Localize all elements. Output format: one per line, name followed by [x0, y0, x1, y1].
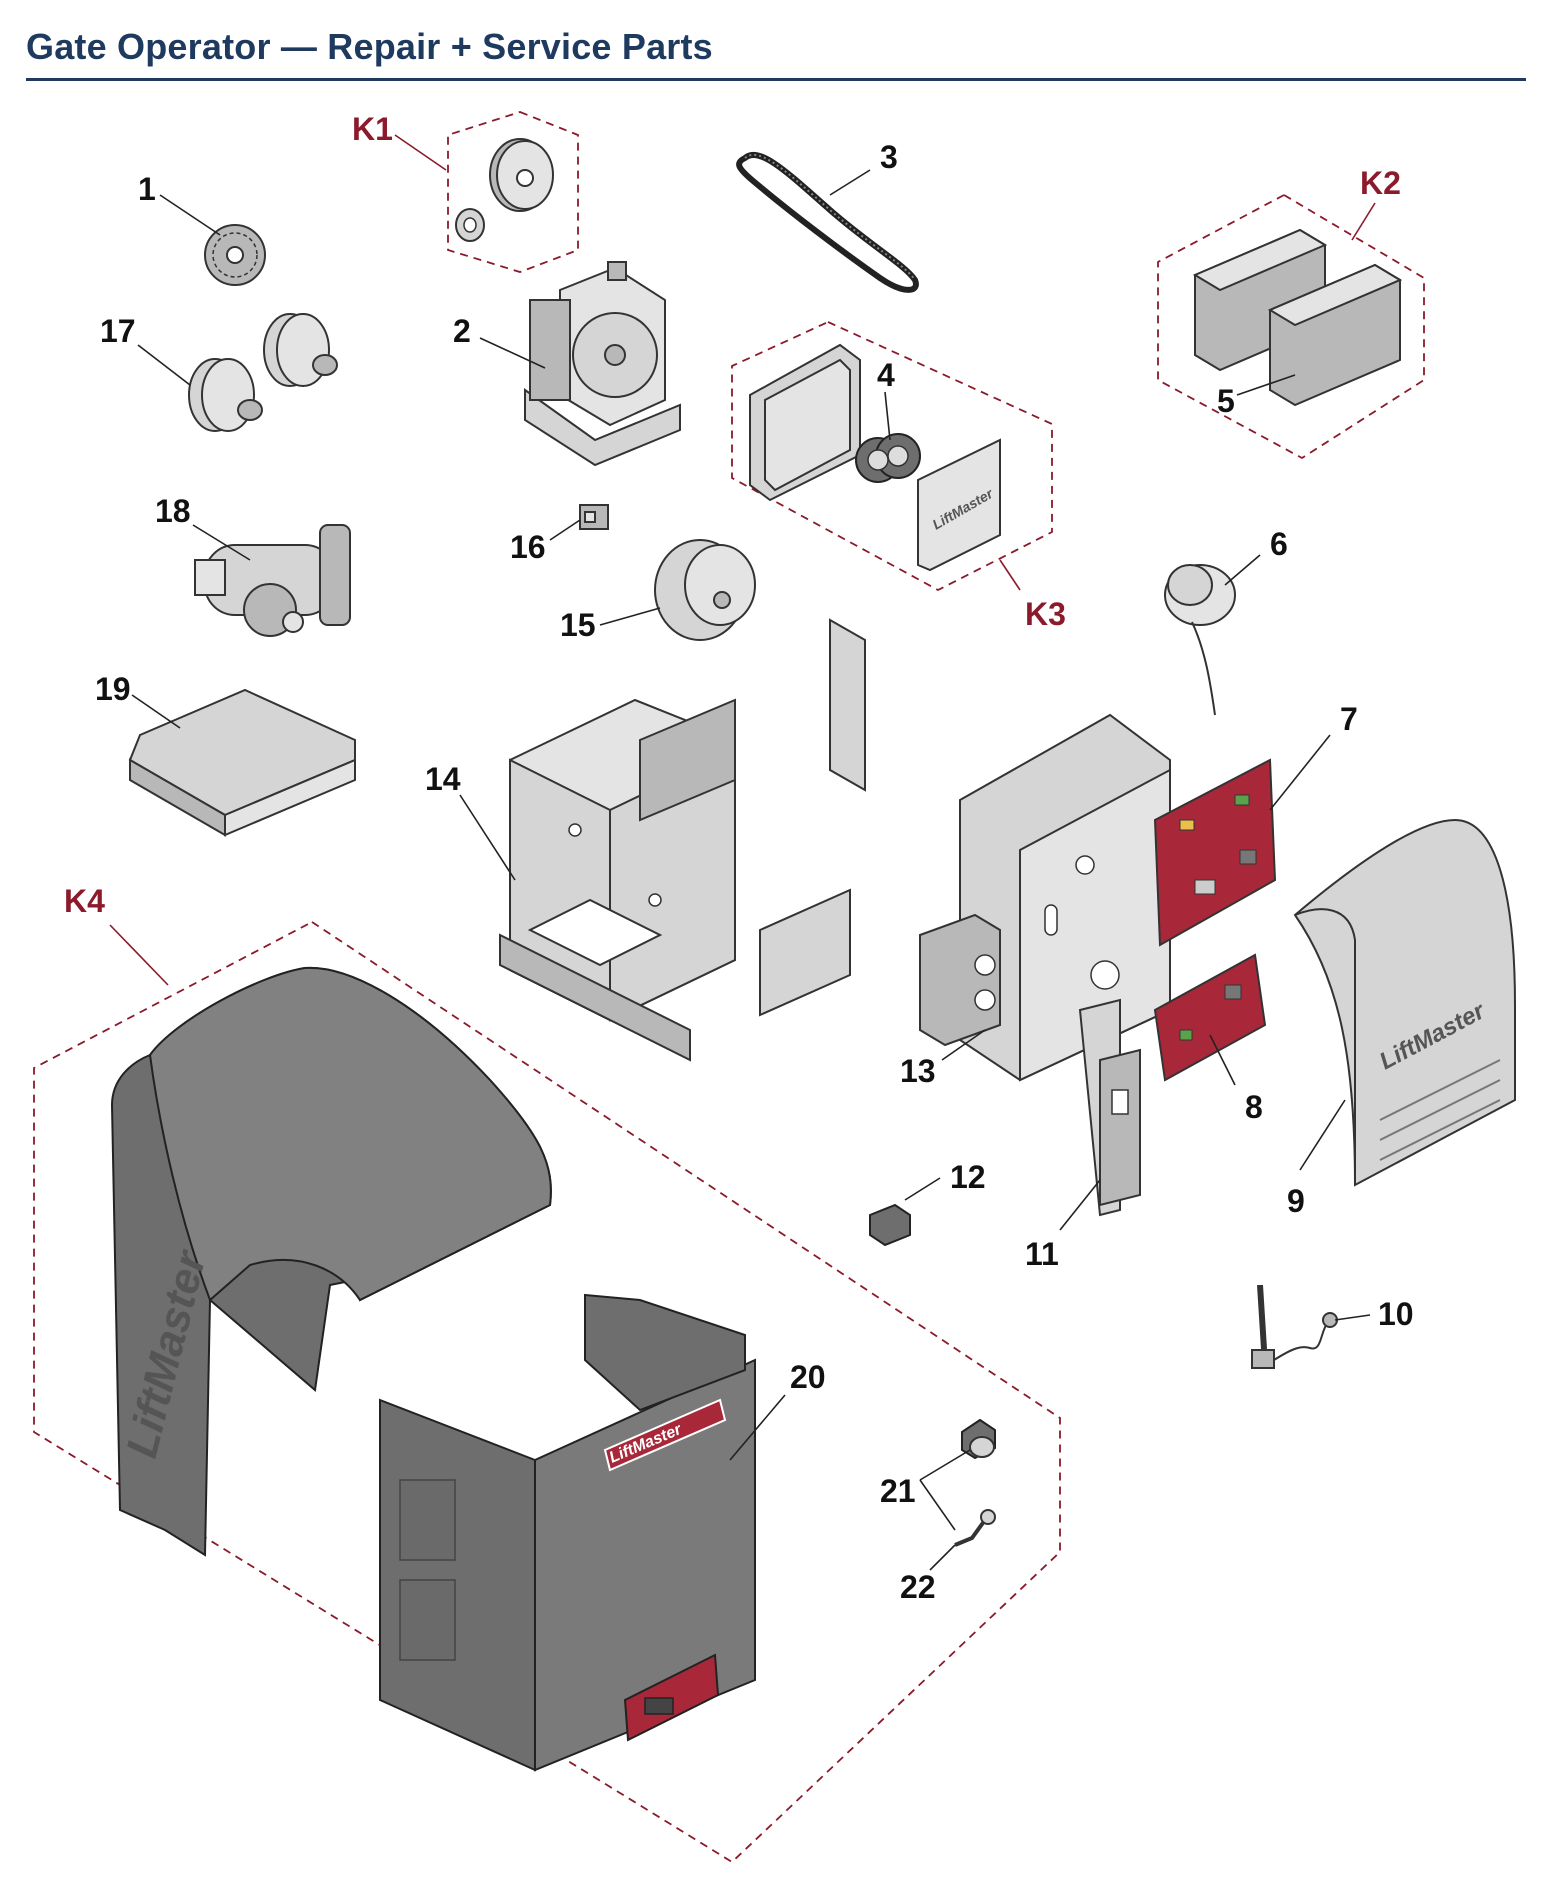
kit-k1-boundary: [447, 111, 579, 273]
part-label-16: 16: [510, 529, 546, 565]
part-label-6: 6: [1270, 526, 1288, 562]
battery-part: [1192, 228, 1403, 407]
part-label-1: 1: [138, 171, 156, 207]
capacitor-part: [654, 539, 756, 641]
rocker-switch-part: [869, 1203, 911, 1247]
pulley-pair-part: [188, 313, 338, 432]
lock-cylinder-part: [961, 1418, 996, 1460]
gearbox-part: [524, 261, 681, 467]
page-header: Gate Operator — Repair + Service Parts: [26, 26, 1526, 81]
part-label-15: 15: [560, 607, 596, 643]
switch-part: [579, 504, 609, 530]
part-label-8: 8: [1245, 1089, 1263, 1125]
limit-sensor-part: [1251, 1284, 1338, 1369]
front-cover-part: LiftMaster: [1293, 818, 1516, 1187]
secondary-board-part: [1153, 953, 1267, 1082]
top-cover-part: LiftMaster: [110, 966, 552, 1557]
front-housing-part: LiftMaster: [379, 1293, 756, 1772]
kit-k4-label: K4: [64, 883, 105, 919]
kit-k1-gear-part: [455, 138, 554, 242]
part-label-22: 22: [900, 1569, 936, 1605]
part-label-20: 20: [790, 1359, 826, 1395]
part-label-2: 2: [453, 313, 471, 349]
belt-part: [736, 151, 919, 293]
bracket-part: [1078, 998, 1141, 1217]
part-label-11: 11: [1025, 1236, 1059, 1272]
part-label-12: 12: [950, 1159, 986, 1195]
kit-k1-label: K1: [352, 111, 393, 147]
kit-k2-boundary: [1157, 193, 1425, 460]
motor-part: [194, 524, 351, 637]
part-label-7: 7: [1340, 701, 1358, 737]
enclosure-part: [919, 713, 1171, 1082]
part-label-21: 21: [880, 1473, 916, 1509]
kit-k4-boundary: [33, 920, 1061, 1864]
part-label-5: 5: [1217, 383, 1235, 419]
key-part: [954, 1509, 996, 1547]
part-label-3: 3: [880, 139, 898, 175]
part-label-4: 4: [877, 357, 895, 393]
kit-k3-label: K3: [1025, 596, 1066, 632]
part-label-18: 18: [155, 493, 191, 529]
title-rule: [26, 78, 1526, 81]
part-label-17: 17: [100, 313, 136, 349]
tray-part: [128, 688, 356, 837]
part-label-13: 13: [900, 1053, 936, 1089]
part-label-9: 9: [1287, 1183, 1305, 1219]
kit-k3-parts: LiftMaster: [749, 343, 1001, 572]
kit-k2-label: K2: [1360, 165, 1401, 201]
sprocket-part: [204, 224, 266, 286]
chassis-frame-part: [499, 618, 866, 1062]
part-label-19: 19: [95, 671, 131, 707]
sensor-part: [1164, 564, 1236, 716]
part-label-14: 14: [425, 761, 461, 797]
main-control-board-part: [1153, 758, 1277, 947]
kit-k3-boundary: [731, 321, 1053, 592]
page-title: Gate Operator — Repair + Service Parts: [26, 26, 713, 67]
part-label-10: 10: [1378, 1296, 1414, 1332]
